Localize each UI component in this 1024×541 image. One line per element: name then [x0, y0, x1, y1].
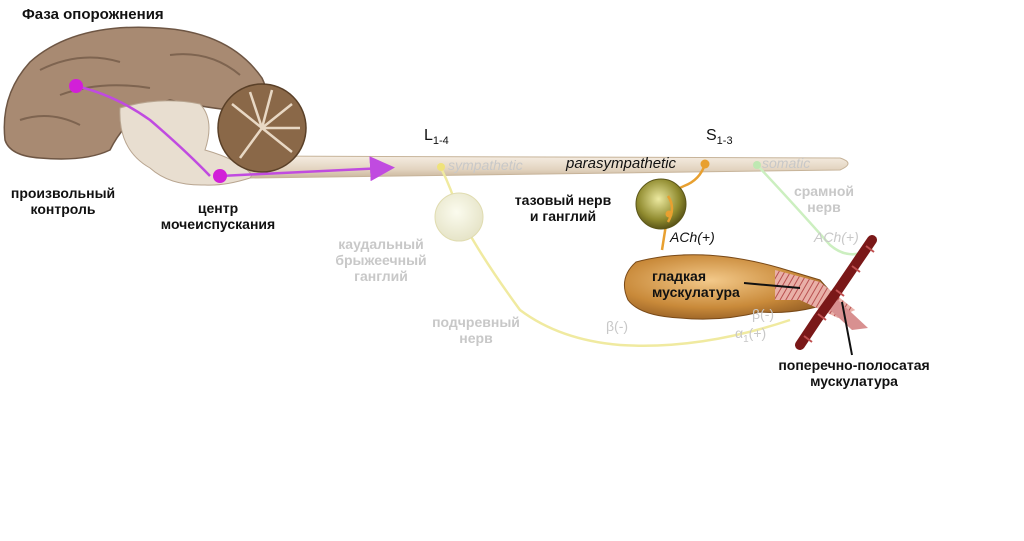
lumbar-letter: L — [424, 127, 433, 144]
lumbar-level-label: L1-4 — [424, 127, 449, 148]
parasympathetic-origin-node — [700, 159, 710, 169]
descending-pathway — [75, 84, 211, 177]
striated-muscle-label: поперечно-полосатая мускулатура — [778, 357, 930, 390]
smooth-muscle-label: гладкая мускулатура — [652, 268, 740, 301]
somatic-label: somatic — [762, 155, 811, 171]
beta-hypogastric-label: β(-) — [606, 318, 629, 334]
pudendal-nerve-label: срамной нерв — [793, 183, 855, 216]
caudal-mesenteric-ganglion — [434, 192, 484, 242]
micturition-center-node — [213, 169, 227, 183]
alpha-letter: α — [735, 325, 744, 341]
cortex-node — [69, 79, 83, 93]
sacral-segments: 1-3 — [716, 135, 733, 148]
striated-muscle-leader — [841, 301, 853, 356]
diagram-title: Фаза опорожнения — [22, 6, 164, 23]
sacral-letter: S — [706, 127, 717, 144]
urethra-tip — [826, 300, 868, 330]
somatic-origin-node — [753, 161, 761, 169]
parasympathetic-label: parasympathetic — [566, 155, 677, 172]
sympathetic-origin-node — [437, 163, 445, 171]
ach-somatic-label: ACh(+) — [814, 229, 859, 245]
beta-bladder-label: β(-) — [752, 306, 775, 322]
bladder — [623, 254, 839, 320]
sacral-level-label: S1-3 — [706, 127, 733, 148]
alpha-subscript: 1 — [743, 333, 749, 345]
smooth-muscle-leader — [743, 282, 801, 289]
ach-parasympathetic-label: ACh(+) — [670, 229, 715, 245]
brain — [3, 26, 307, 186]
hypogastric-nerve-label: подчревный нерв — [432, 314, 520, 347]
pelvic-nerve-label: тазовый нерв и ганглий — [514, 192, 612, 225]
striated-muscle — [795, 235, 877, 350]
micturition-center-label: центр мочеиспускания — [160, 200, 276, 233]
caudal-ganglion-label: каудальный брыжеечный ганглий — [335, 236, 427, 285]
alpha-sign: (+) — [748, 325, 767, 341]
alpha-bladder-label: α1(+) — [735, 325, 766, 345]
voluntary-control-label: произвольный контроль — [10, 185, 116, 218]
lumbar-segments: 1-4 — [432, 135, 449, 148]
pelvic-ganglion — [635, 178, 687, 230]
spinal-cord — [249, 155, 849, 179]
sympathetic-label: sympathetic — [448, 157, 523, 173]
spinal-pathway — [219, 156, 395, 182]
